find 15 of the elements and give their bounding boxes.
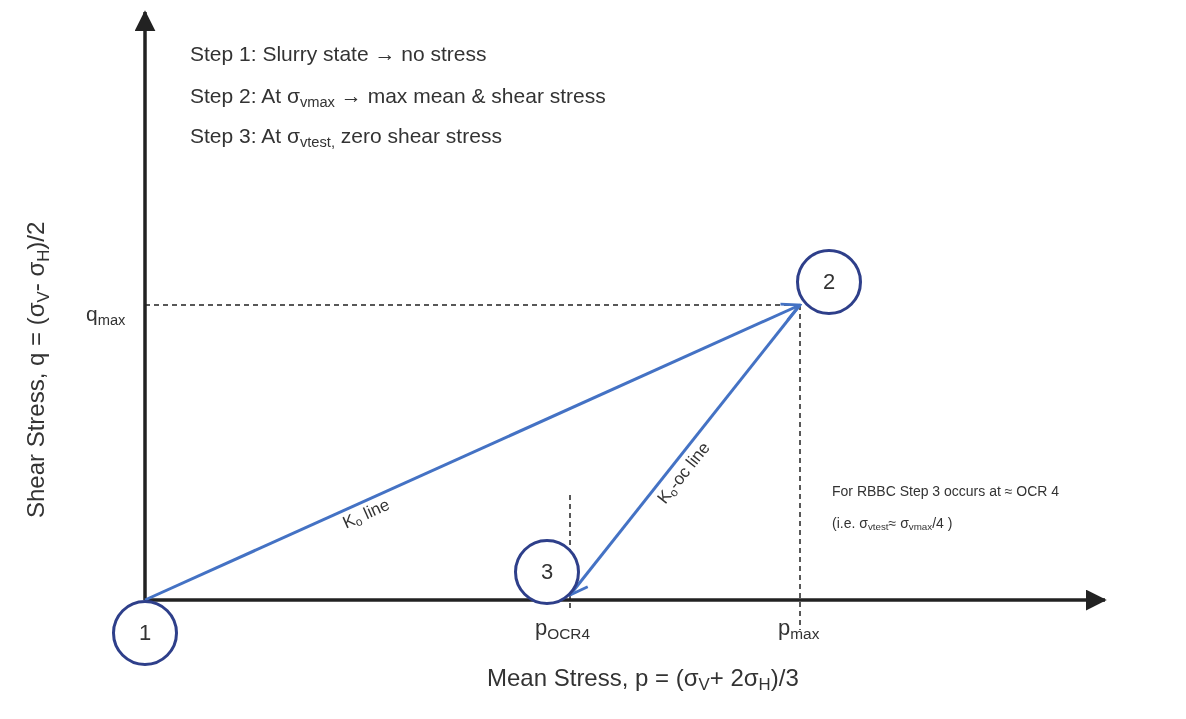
annotation-note: (i.e. σ$_{vtest}$≈ σ$_{vmax}$/4 ) [832,516,953,534]
step-number: 3 [540,559,554,585]
arrow [568,304,802,597]
axis-value-label: p$_{OCR4}$ [535,616,590,643]
step-number: 2 [822,269,836,295]
step-note: Step 3: At σ$_{vtest,}$ zero shear stress [190,124,502,150]
annotation-note: For RBBC Step 3 occurs at ≈ OCR 4 [832,484,1060,500]
arrow [144,302,802,602]
axis-value-label: q$_{max}$ [86,302,126,328]
state-circle [514,539,580,605]
step-note: Step 2: At σ$_{vmax}$ → max mean & shear stress [190,84,606,110]
step-note: Step 1: Slurry state → no stress [190,42,487,66]
step-number: 1 [138,620,152,646]
axis-value-label: p$_{max}$ [778,616,820,643]
axis-title: Mean Stress, p = (σ$_{V}$+ 2σ$_{H}$)/3 [487,665,799,695]
